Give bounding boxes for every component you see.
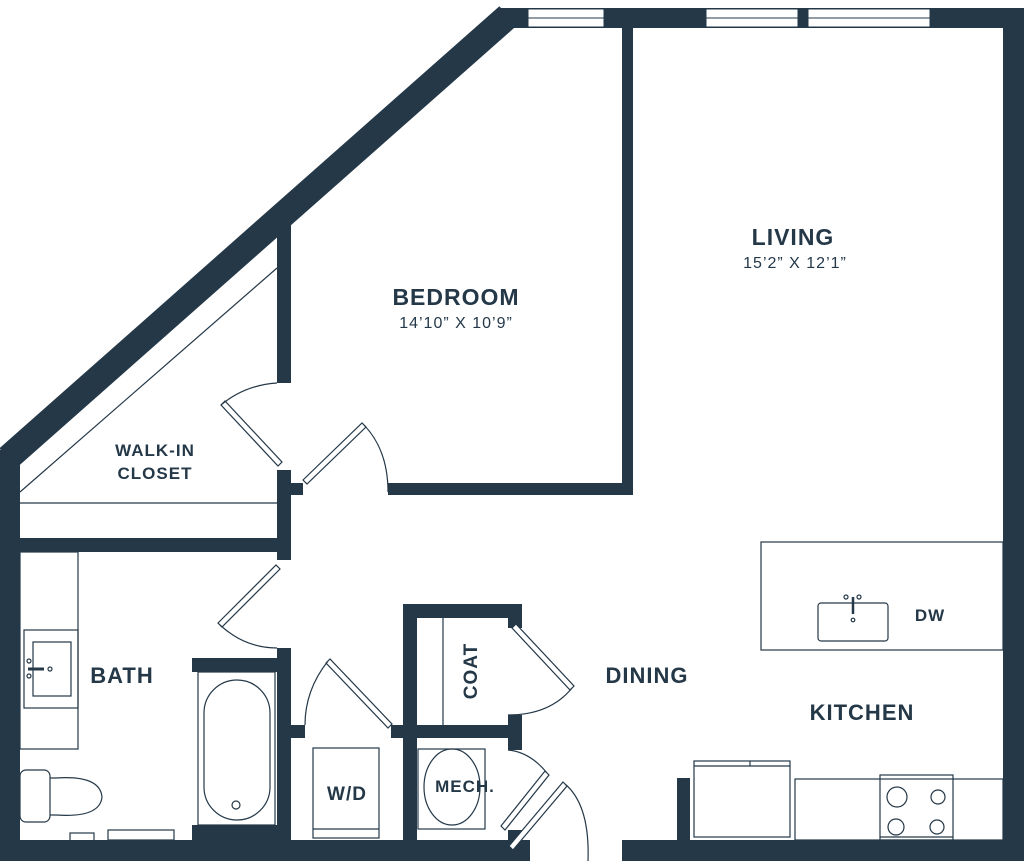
bathtub-basin (203, 679, 271, 821)
water-heater-icon (423, 748, 481, 826)
vanity (19, 551, 79, 750)
bath-door (217, 564, 281, 628)
walk-in-closet-label-1: WALK-IN (115, 441, 195, 460)
wd-door (325, 658, 393, 729)
bottom-wall-right (622, 840, 1024, 861)
left-wall (0, 450, 20, 861)
coat-door (511, 623, 575, 691)
washer-dryer (312, 747, 380, 839)
burner-icon (887, 818, 905, 836)
kitchen-island (760, 541, 1004, 651)
burner-icon (886, 786, 908, 808)
diagonal-wall (0, 6, 517, 468)
doors (217, 382, 589, 861)
burner-icon (930, 789, 946, 805)
refrigerator (693, 760, 791, 838)
counter (794, 778, 1004, 841)
bath-fixtures (19, 551, 276, 842)
toilet-tank (19, 769, 51, 823)
closet-shelving (19, 267, 278, 504)
wd-label: W/D (327, 784, 367, 805)
utility-fixtures (312, 618, 486, 839)
bedroom-dimensions: 14’10” X 10’9” (399, 315, 513, 332)
kitchen-fixtures (693, 541, 1004, 841)
entry-door (508, 781, 568, 851)
dishwasher-label: DW (915, 606, 945, 625)
bathtub (197, 671, 276, 826)
closet-door (220, 400, 283, 467)
bedroom-label: BEDROOM (392, 284, 519, 310)
living-dimensions: 15’2” X 12’1” (743, 255, 847, 272)
range (879, 774, 954, 841)
bedroom-door (302, 422, 367, 485)
bottom-wall-left (0, 840, 530, 861)
windows (527, 8, 931, 28)
dining-label: DINING (606, 663, 689, 688)
living-label: LIVING (752, 224, 835, 250)
bath-label: BATH (90, 663, 153, 688)
coat-label: COAT (461, 643, 482, 699)
mech-label: MECH. (435, 777, 495, 796)
burner-icon (929, 819, 945, 835)
walk-in-closet-label-2: CLOSET (118, 464, 193, 483)
toilet-icon (50, 777, 103, 816)
interior-walls (20, 28, 690, 840)
room-labels: BEDROOM 14’10” X 10’9” LIVING 15’2” X 12… (90, 224, 945, 805)
mech-door (500, 770, 550, 831)
right-wall (1003, 8, 1024, 861)
kitchen-label: KITCHEN (810, 700, 915, 725)
